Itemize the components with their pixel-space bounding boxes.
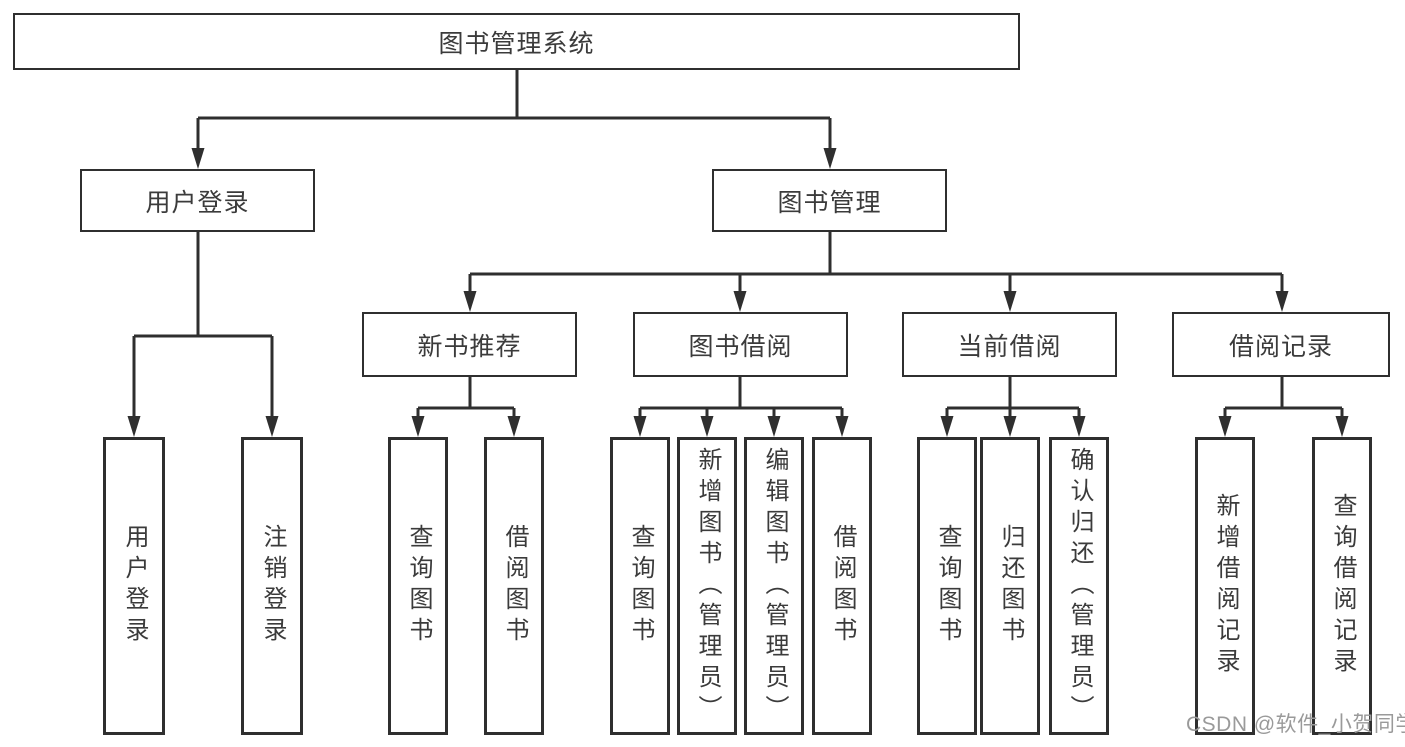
node-library-system: 图书管理系统 (13, 13, 1020, 70)
node-new-book-recommend: 新书推荐 (362, 312, 577, 377)
leaf-newbook-borrow-books: 借阅图书 (484, 437, 544, 735)
node-user-login: 用户登录 (80, 169, 315, 232)
leaf-borrow-edit-books-admin: 编辑图书（管理员） (744, 437, 804, 735)
leaf-logout: 注销登录 (241, 437, 303, 735)
leaf-current-confirm-return-admin: 确认归还（管理员） (1049, 437, 1109, 735)
leaf-borrow-add-books-admin: 新增图书（管理员） (677, 437, 737, 735)
watermark: CSDN @软件_小贺同学 (1186, 713, 1405, 736)
leaf-records-add-record: 新增借阅记录 (1195, 437, 1255, 735)
node-borrowing-records: 借阅记录 (1172, 312, 1390, 377)
node-current-borrowing: 当前借阅 (902, 312, 1117, 377)
leaf-user-login: 用户登录 (103, 437, 165, 735)
node-book-management: 图书管理 (712, 169, 947, 232)
node-book-borrowing: 图书借阅 (633, 312, 848, 377)
leaf-current-query-books: 查询图书 (917, 437, 977, 735)
leaf-borrow-borrow-books: 借阅图书 (812, 437, 872, 735)
leaf-records-query-record: 查询借阅记录 (1312, 437, 1372, 735)
leaf-newbook-query-books: 查询图书 (388, 437, 448, 735)
leaf-borrow-query-books: 查询图书 (610, 437, 670, 735)
leaf-current-return-books: 归还图书 (980, 437, 1040, 735)
